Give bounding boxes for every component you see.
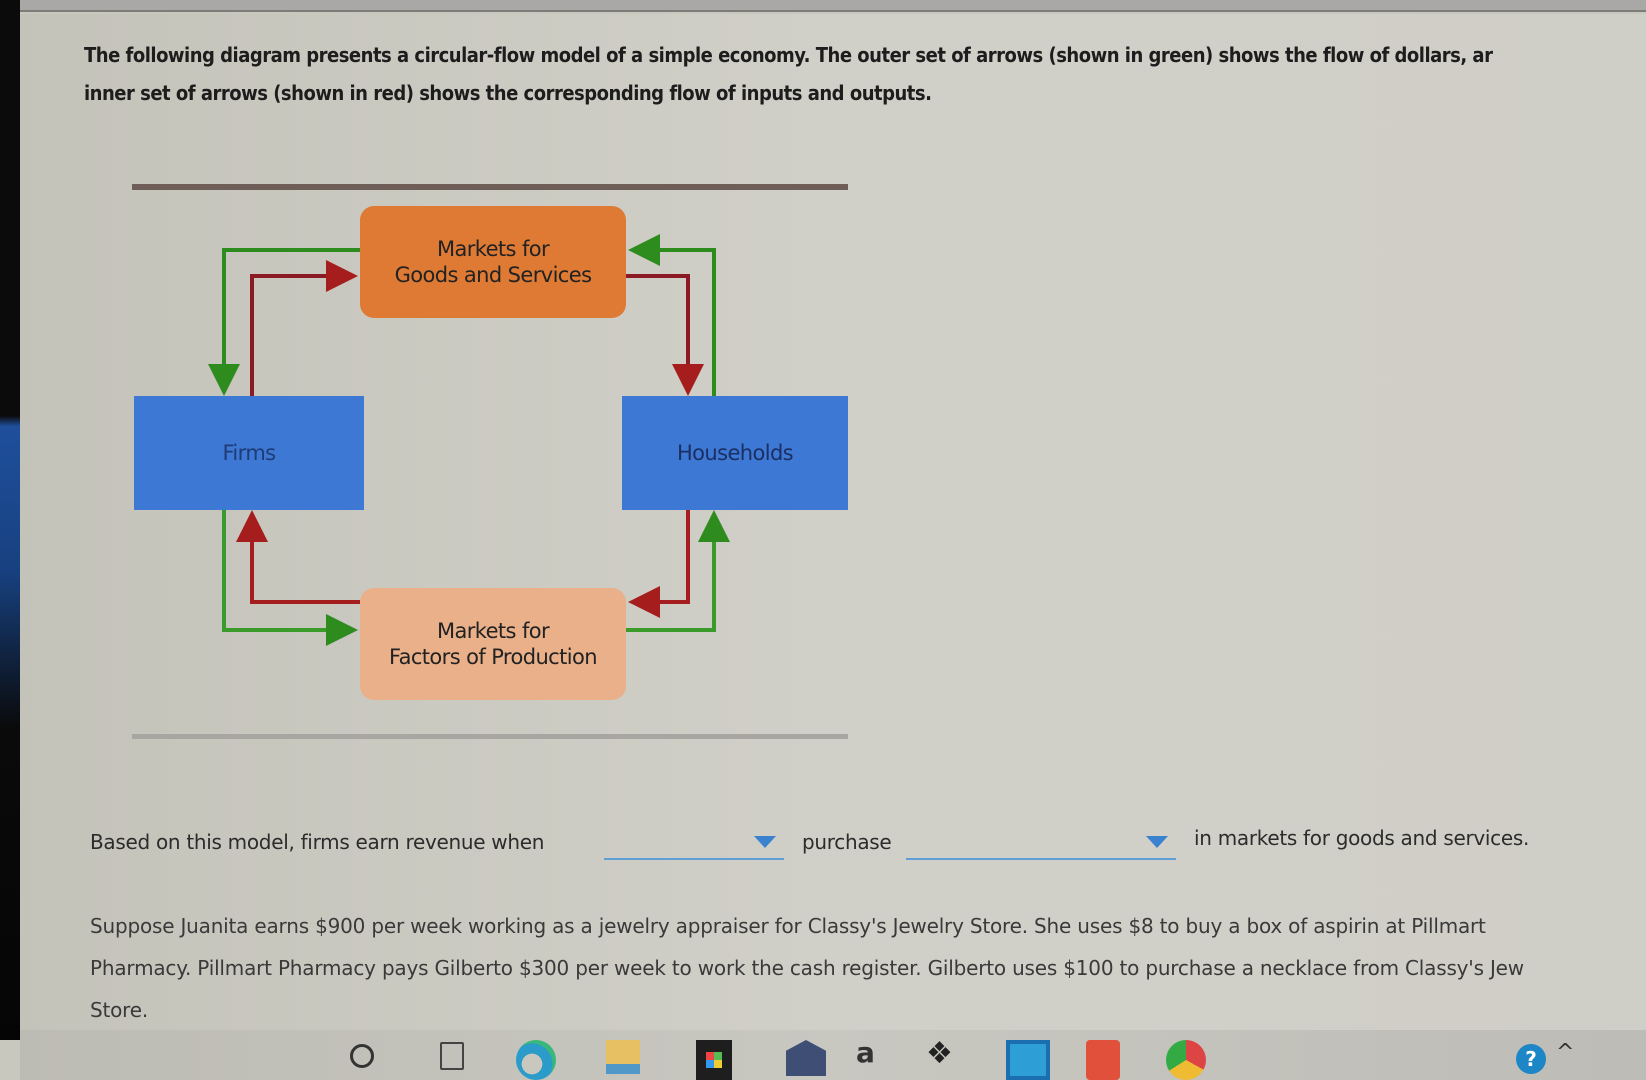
help-icon[interactable]: ?: [1516, 1044, 1546, 1074]
chevron-down-icon: [1146, 836, 1168, 848]
intro-line-2: inner set of arrows (shown in red) shows…: [84, 81, 932, 105]
goods-market-label-2: Goods and Services: [394, 263, 592, 287]
scenario-text: Suppose Juanita earns $900 per week work…: [90, 905, 1646, 1031]
factors-production-market-box: Markets for Factors of Production: [360, 588, 626, 700]
firms-box: Firms: [134, 396, 364, 510]
scenario-line-1: Suppose Juanita earns $900 per week work…: [90, 914, 1486, 938]
store-icon[interactable]: [696, 1040, 732, 1080]
question-prefix: Based on this model, firms earn revenue …: [90, 830, 545, 854]
households-box: Households: [622, 396, 848, 510]
question-suffix: in markets for goods and services.: [1194, 826, 1530, 850]
diagram-top-rule: [132, 184, 848, 190]
browser-top-edge: [20, 0, 1646, 12]
factors-market-label-2: Factors of Production: [389, 645, 598, 669]
item-dropdown[interactable]: [906, 830, 1176, 860]
intro-text: The following diagram presents a circula…: [84, 36, 1646, 112]
taskbar: a ❖ ? ^: [20, 1030, 1646, 1080]
task-view-icon[interactable]: [440, 1042, 464, 1070]
camera-icon[interactable]: [1006, 1040, 1050, 1080]
chrome-icon[interactable]: [1166, 1040, 1206, 1080]
circular-flow-diagram: Markets for Goods and Services Firms Hou…: [128, 184, 852, 744]
buyer-dropdown[interactable]: [604, 830, 784, 860]
factors-market-label-1: Markets for: [436, 619, 550, 643]
chevron-down-icon: [754, 836, 776, 848]
dropbox-icon[interactable]: ❖: [926, 1036, 953, 1071]
households-label: Households: [676, 441, 794, 465]
firms-label: Firms: [222, 441, 276, 465]
goods-services-market-box: Markets for Goods and Services: [360, 206, 626, 318]
amazon-icon[interactable]: a: [856, 1036, 875, 1069]
scenario-line-2: Pharmacy. Pillmart Pharmacy pays Gilbert…: [90, 956, 1524, 980]
intro-line-1: The following diagram presents a circula…: [84, 43, 1493, 67]
cortana-icon[interactable]: [350, 1044, 374, 1068]
mail-icon[interactable]: [786, 1040, 826, 1076]
diagram-bottom-rule: [132, 734, 848, 739]
file-explorer-icon[interactable]: [606, 1040, 640, 1074]
scenario-line-3: Store.: [90, 998, 149, 1022]
goods-market-label-1: Markets for: [436, 237, 550, 261]
chevron-up-icon[interactable]: ^: [1556, 1040, 1575, 1065]
fill-in-question: Based on this model, firms earn revenue …: [90, 826, 1646, 870]
question-middle: purchase: [802, 830, 892, 854]
edge-icon[interactable]: [516, 1040, 556, 1080]
screen-bezel: [0, 0, 20, 1040]
office-icon[interactable]: [1086, 1040, 1120, 1080]
